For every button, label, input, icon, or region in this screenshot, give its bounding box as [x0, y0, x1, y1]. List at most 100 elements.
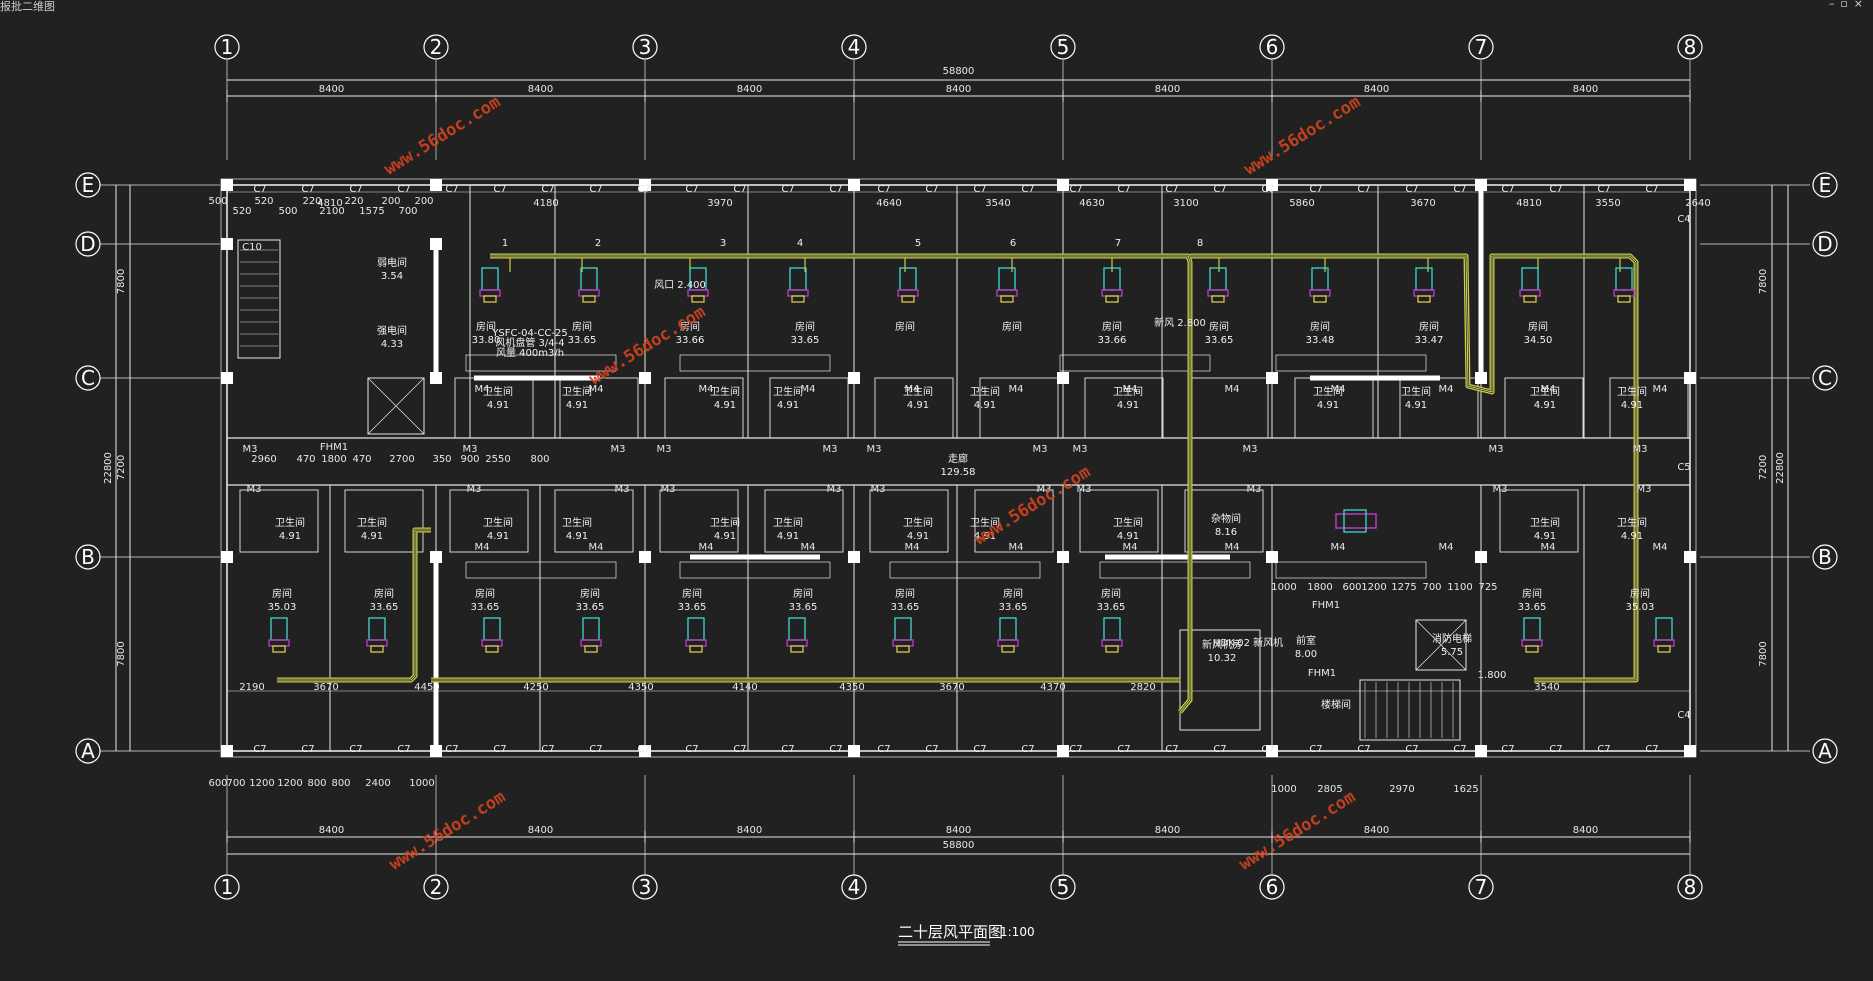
room-label-bottom: 房间: [1101, 587, 1121, 600]
window-tag-bottom: C7: [493, 744, 506, 755]
door-tag-fhm1: FHM1: [1308, 668, 1336, 679]
minimize-button[interactable]: –: [1828, 0, 1841, 10]
structural-column: [848, 179, 860, 191]
room-area-top: 33.66: [676, 335, 705, 346]
wardrobe-band: [1275, 561, 1427, 579]
window-tag-c4: C4: [1677, 214, 1690, 225]
window-tag-bottom: C7: [1021, 744, 1034, 755]
fcu-bottom-body: [687, 617, 705, 641]
wardrobe-band: [679, 354, 831, 372]
row-axis-right-circle: [1812, 172, 1838, 198]
door-tag-m3: M3: [463, 444, 478, 455]
room-area-bottom: 33.65: [891, 602, 920, 613]
duct-note: 1.800: [1478, 670, 1507, 681]
window-tag-top: C7: [541, 184, 554, 195]
bay-dim-top: 8400: [1573, 84, 1598, 95]
fcu-bottom-body: [1103, 617, 1121, 641]
room-number: 7: [1115, 238, 1121, 249]
window-tag-top: C7: [1213, 184, 1226, 195]
restore-button[interactable]: ▫: [1840, 0, 1854, 10]
fcu-top-outlet: [1617, 295, 1631, 303]
wc-box-bottom: [344, 489, 424, 553]
lower-right-dim: 2970: [1389, 784, 1414, 795]
room-label-top: 房间: [1528, 320, 1548, 333]
duct-note: YSFC-04-CC-25: [491, 328, 567, 339]
main-duct-right-outer: [1190, 253, 1639, 683]
wc-box-bottom: [1184, 489, 1264, 553]
fcu-bottom-coil: [1521, 639, 1543, 647]
structural-column: [848, 372, 860, 384]
wardrobe-band: [889, 561, 1041, 579]
lower-left-dim: 800: [331, 778, 350, 789]
axis-grid-lines: [100, 60, 1810, 875]
wc-box-bottom: [869, 489, 949, 553]
fcu-bottom-coil: [997, 639, 1019, 647]
fcu-top-coil: [1519, 289, 1541, 297]
room-label-bottom: 房间: [272, 587, 292, 600]
lower-right-dim: 1000: [1271, 784, 1296, 795]
structural-column: [221, 179, 233, 191]
bottom-detail-dim: 3540: [1534, 682, 1559, 693]
elevator-right: [1415, 619, 1467, 671]
wc-label: 卫生间: [1530, 385, 1560, 398]
door-tag-m3: M3: [1247, 484, 1262, 495]
stair-dim: 500: [208, 196, 227, 207]
stair-dim: 520: [232, 206, 251, 217]
corridor-area: 129.58: [941, 467, 976, 478]
fcu-top-coil: [996, 289, 1018, 297]
structural-column: [1475, 745, 1487, 757]
column-axis-top-label: 5: [1057, 35, 1070, 59]
drawing-scale: 1:100: [1000, 925, 1035, 939]
stair-dim: 500: [278, 206, 297, 217]
door-tag-m4: M4: [905, 384, 920, 395]
window-tag-bottom: C7: [253, 744, 266, 755]
wc-label: 卫生间: [357, 516, 387, 529]
wc-label: 卫生间: [562, 516, 592, 529]
elevator-x-2: [367, 377, 425, 435]
room-area-bottom: 33.65: [370, 602, 399, 613]
row-axis-right-label: A: [1818, 739, 1832, 763]
column-axis-bottom-label: 3: [639, 875, 652, 899]
window-tag-top: C7: [1597, 184, 1610, 195]
bottom-detail-dim: 3670: [939, 682, 964, 693]
fcu-top-outlet: [1000, 295, 1014, 303]
column-axis-bottom-circle: [1050, 874, 1076, 900]
fcu-top-body: [1209, 267, 1227, 291]
top-detail-dim: 4630: [1079, 198, 1104, 209]
lobby-dim: 1100: [1447, 582, 1472, 593]
wc-area: 4.91: [487, 400, 509, 411]
wc-label: 卫生间: [1401, 385, 1431, 398]
door-tag-m4: M4: [1009, 384, 1024, 395]
close-button[interactable]: ×: [1853, 0, 1869, 10]
room-number: 3: [720, 238, 726, 249]
room-area-bottom: 35.03: [1626, 602, 1655, 613]
door-tag-fhm1: FHM1: [1312, 600, 1340, 611]
window-tag-bottom: C7: [1597, 744, 1610, 755]
row-dim-left: 7800: [116, 269, 127, 294]
fcu-bottom-body: [1523, 617, 1541, 641]
column-axis-bottom-circle: [214, 874, 240, 900]
row-dim-right: 7800: [1758, 641, 1769, 666]
wc-box-top: [1084, 377, 1164, 439]
stair-dim: 2100: [319, 206, 344, 217]
row-axis-left-label: B: [81, 545, 95, 569]
stair-right: [1359, 679, 1461, 741]
room-area-top: 33.47: [1415, 335, 1444, 346]
wc-box-bottom: [1499, 489, 1579, 553]
door-tag-m4: M4: [801, 542, 816, 553]
window-tag-c4: C4: [1677, 710, 1690, 721]
room-number: 5: [915, 238, 921, 249]
wardrobe-band: [465, 354, 617, 372]
window-tag-top: C7: [1405, 184, 1418, 195]
window-tag-bottom: C7: [733, 744, 746, 755]
wc-area: 4.91: [974, 400, 996, 411]
wc-label: 卫生间: [1313, 385, 1343, 398]
wc-label: 卫生间: [1617, 385, 1647, 398]
column-axis-top-label: 7: [1475, 35, 1488, 59]
structural-column: [848, 551, 860, 563]
row-axis-left-circle: [75, 231, 101, 257]
stair-dim: 1575: [359, 206, 384, 217]
top-detail-dim: 4810: [317, 198, 342, 209]
